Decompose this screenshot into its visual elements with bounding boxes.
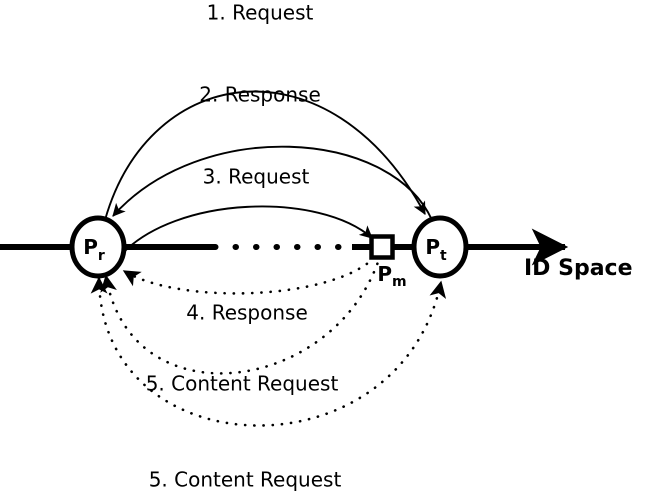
node-pr-shape[interactable] — [69, 215, 127, 279]
edge-5b-content-request — [90, 276, 447, 427]
node-pr[interactable]: Pr — [69, 215, 127, 279]
edge-5a-path — [100, 260, 380, 375]
node-pm-label: Pm — [377, 262, 406, 290]
edge-5a-content-request — [100, 260, 380, 375]
edge-3-label: 3. Request — [203, 165, 310, 189]
node-pr-label: Pr — [83, 235, 105, 264]
node-pt-base: P — [425, 235, 440, 259]
edge-5b-path — [90, 276, 447, 427]
node-pm[interactable]: Pm — [369, 234, 407, 291]
edge-2-label: 2. Response — [199, 83, 321, 107]
edge-1-request — [104, 90, 426, 221]
node-pm-subscript: m — [392, 274, 407, 290]
node-pr-subscript: r — [98, 248, 105, 264]
edge-3-request — [119, 205, 373, 257]
node-pt-label: Pt — [425, 235, 447, 264]
id-space-label: ID Space — [524, 256, 633, 281]
edge-1-label: 1. Request — [207, 1, 314, 25]
node-pm-shape[interactable] — [369, 234, 395, 260]
node-pr-base: P — [83, 235, 98, 259]
edge-5a-label: 5. Content Request — [146, 372, 339, 396]
edge-4-response — [122, 256, 376, 295]
node-pm-base: P — [377, 262, 392, 286]
node-pt-subscript: t — [440, 248, 447, 264]
edge-4-label: 4. Response — [186, 301, 308, 325]
edge-5b-label: 5. Content Request — [149, 468, 342, 492]
node-pt[interactable]: Pt — [411, 215, 469, 279]
edge-2-path — [112, 145, 433, 221]
node-pt-shape[interactable] — [411, 215, 469, 279]
edge-2-response — [112, 145, 433, 221]
edge-3-path — [119, 205, 373, 257]
edge-1-path — [104, 90, 426, 221]
edge-4-path — [122, 256, 376, 295]
